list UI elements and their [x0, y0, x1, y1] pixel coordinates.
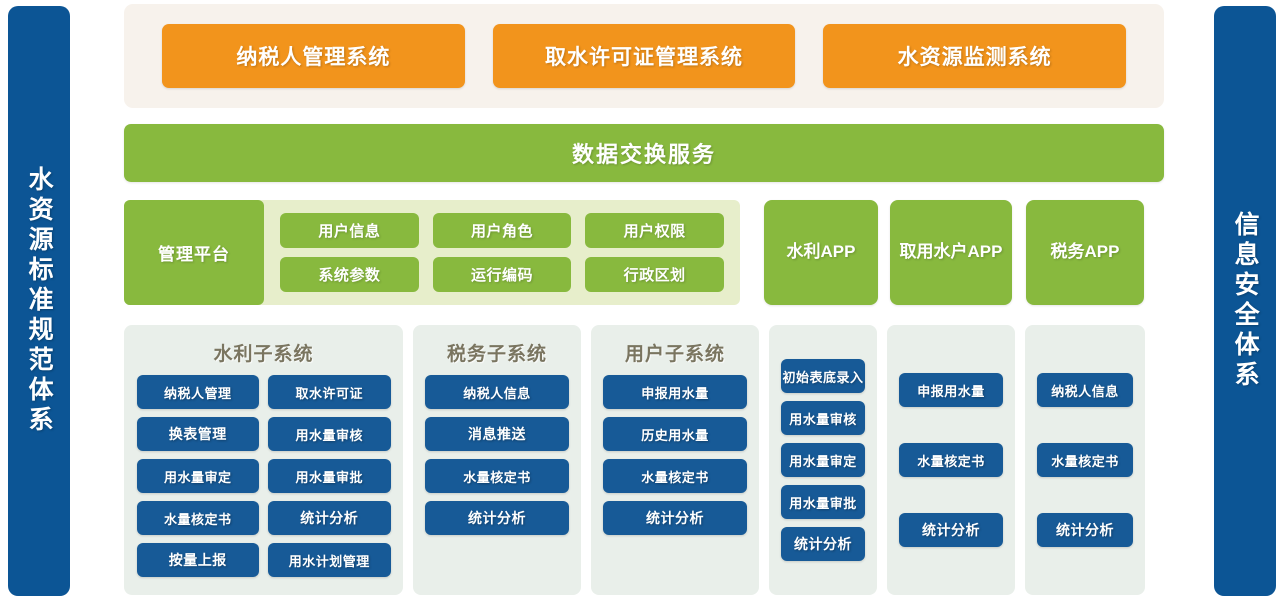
management-platform-panel: 管理平台 用户信息 用户角色 用户权限 系统参数 运行编码 行政区划 [124, 200, 740, 305]
platform-module[interactable]: 用户角色 [432, 213, 572, 248]
subsystem-item-list: 申报用水量水量核定书统计分析 [899, 373, 1003, 547]
subsystem-item[interactable]: 水量核定书 [603, 459, 747, 493]
platform-module[interactable]: 行政区划 [585, 257, 724, 292]
subsystem-column: 纳税人信息水量核定书统计分析 [1025, 325, 1145, 595]
subsystem-item[interactable]: 统计分析 [899, 513, 1003, 547]
subsystem-item[interactable]: 初始表底录入 [781, 359, 865, 393]
subsystem-item[interactable]: 统计分析 [781, 527, 865, 561]
external-system-box[interactable]: 取水许可证管理系统 [492, 24, 796, 88]
subsystem-item[interactable]: 用水量审核 [268, 417, 391, 451]
subsystem-item[interactable]: 纳税人信息 [1037, 373, 1133, 407]
subsystem-item[interactable]: 按量上报 [136, 543, 259, 577]
subsystem-item[interactable]: 换表管理 [136, 417, 259, 451]
subsystem-column: 初始表底录入用水量审核用水量审定用水量审批统计分析 [769, 325, 877, 595]
subsystem-item[interactable]: 用水计划管理 [268, 543, 391, 577]
right-pillar-label: 信息安全体系 [1231, 211, 1260, 391]
left-pillar: 水资源标准规范体系 [8, 6, 70, 596]
subsystem-item[interactable]: 水量核定书 [1037, 443, 1133, 477]
subsystem-item[interactable]: 用水量审批 [781, 485, 865, 519]
subsystem-item-list: 初始表底录入用水量审核用水量审定用水量审批统计分析 [781, 359, 865, 561]
subsystem-item[interactable]: 用水量审核 [781, 401, 865, 435]
subsystem-item[interactable]: 纳税人信息 [425, 375, 569, 409]
external-system-box[interactable]: 纳税人管理系统 [162, 24, 465, 88]
subsystem-item[interactable]: 申报用水量 [899, 373, 1003, 407]
app-box-water-resources[interactable]: 水利APP [764, 200, 878, 305]
subsystem-item[interactable]: 申报用水量 [603, 375, 747, 409]
data-exchange-service-bar[interactable]: 数据交换服务 [124, 124, 1164, 182]
subsystem-item[interactable]: 水量核定书 [136, 501, 259, 535]
subsystem-item[interactable]: 历史用水量 [603, 417, 747, 451]
platform-module[interactable]: 用户权限 [585, 213, 724, 248]
subsystem-item[interactable]: 用水量审定 [136, 459, 259, 493]
external-system-box[interactable]: 水资源监测系统 [823, 24, 1127, 88]
subsystem-item-list: 纳税人管理取水许可证换表管理用水量审核用水量审定用水量审批水量核定书统计分析按量… [136, 375, 391, 577]
subsystem-item-list: 纳税人信息水量核定书统计分析 [1037, 373, 1133, 547]
subsystem-item[interactable]: 用水量审定 [781, 443, 865, 477]
app-box-tax[interactable]: 税务APP [1026, 200, 1144, 305]
platform-and-apps-row: 管理平台 用户信息 用户角色 用户权限 系统参数 运行编码 行政区划 水利APP… [124, 200, 1164, 305]
subsystem-title: 水利子系统 [213, 344, 314, 365]
subsystem-item[interactable]: 统计分析 [1037, 513, 1133, 547]
subsystems-row: 水利子系统纳税人管理取水许可证换表管理用水量审核用水量审定用水量审批水量核定书统… [124, 325, 1164, 595]
subsystem-item[interactable]: 水量核定书 [425, 459, 569, 493]
subsystem-item-list: 纳税人信息消息推送水量核定书统计分析 [425, 375, 569, 535]
subsystem-column: 税务子系统纳税人信息消息推送水量核定书统计分析 [413, 325, 581, 595]
subsystem-item[interactable]: 水量核定书 [899, 443, 1003, 477]
management-platform-modules: 用户信息 用户角色 用户权限 系统参数 运行编码 行政区划 [264, 200, 740, 305]
subsystem-column: 用户子系统申报用水量历史用水量水量核定书统计分析 [591, 325, 759, 595]
app-box-water-user[interactable]: 取用水户APP [890, 200, 1012, 305]
right-pillar: 信息安全体系 [1214, 6, 1276, 596]
subsystem-title: 用户子系统 [624, 344, 725, 365]
subsystem-item-list: 申报用水量历史用水量水量核定书统计分析 [603, 375, 747, 535]
subsystem-column: 申报用水量水量核定书统计分析 [887, 325, 1015, 595]
platform-module[interactable]: 用户信息 [280, 213, 419, 248]
subsystem-title: 税务子系统 [446, 344, 547, 365]
subsystem-item[interactable]: 统计分析 [425, 501, 569, 535]
subsystem-item[interactable]: 消息推送 [425, 417, 569, 451]
platform-module[interactable]: 运行编码 [432, 257, 572, 292]
external-systems-band: 纳税人管理系统 取水许可证管理系统 水资源监测系统 [124, 4, 1164, 108]
left-pillar-label: 水资源标准规范体系 [25, 166, 54, 436]
platform-module[interactable]: 系统参数 [280, 257, 419, 292]
subsystem-column: 水利子系统纳税人管理取水许可证换表管理用水量审核用水量审定用水量审批水量核定书统… [124, 325, 403, 595]
subsystem-item[interactable]: 取水许可证 [268, 375, 391, 409]
subsystem-item[interactable]: 纳税人管理 [136, 375, 259, 409]
subsystem-item[interactable]: 用水量审批 [268, 459, 391, 493]
subsystem-item[interactable]: 统计分析 [603, 501, 747, 535]
management-platform-label[interactable]: 管理平台 [124, 200, 264, 305]
subsystem-item[interactable]: 统计分析 [268, 501, 391, 535]
